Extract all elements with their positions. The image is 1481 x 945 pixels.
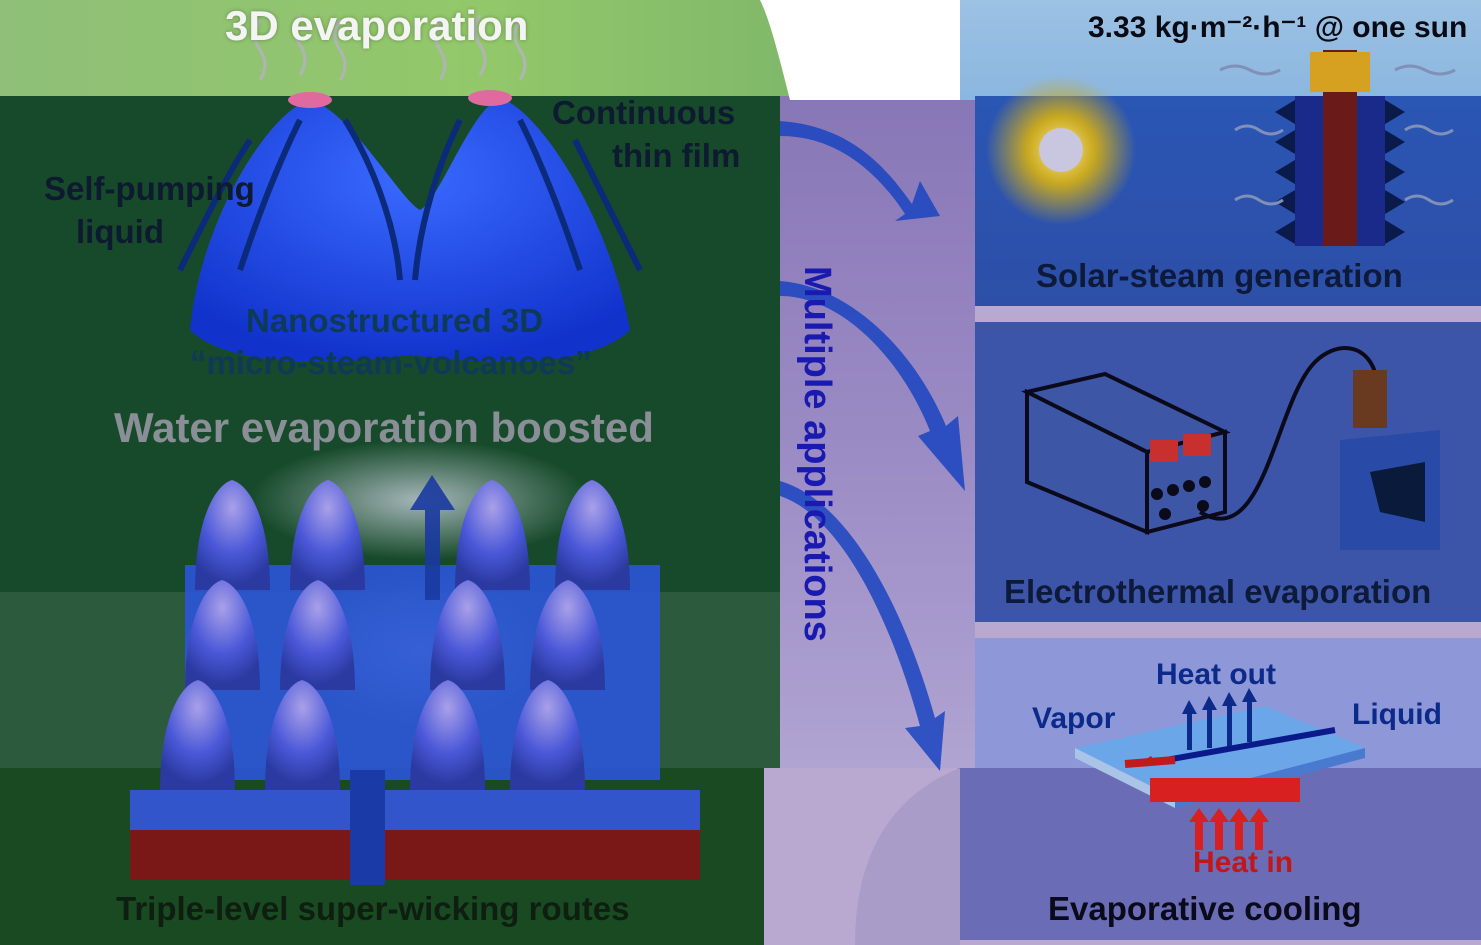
cooling-illustration bbox=[1075, 688, 1365, 850]
heat-out-label: Heat out bbox=[1156, 658, 1276, 691]
liquid-label: Liquid bbox=[1352, 698, 1442, 731]
top-gap-shape bbox=[760, 0, 960, 100]
solar-steam-label: Solar-steam generation bbox=[1036, 257, 1403, 294]
routes-label: Triple-level super-wicking routes bbox=[116, 890, 630, 927]
continuous-label-line2: thin film bbox=[612, 137, 741, 174]
electrothermal-label: Electrothermal evaporation bbox=[1004, 573, 1432, 610]
heat-in-label: Heat in bbox=[1193, 846, 1294, 879]
evaporation-title: 3D evaporation bbox=[225, 2, 529, 49]
self-pumping-label-line1: Self-pumping bbox=[44, 170, 255, 207]
boosted-label: Water evaporation boosted bbox=[114, 404, 654, 451]
nanostructured-label-line2: “micro-steam-volcanoes” bbox=[190, 344, 592, 381]
electrothermal-illustration bbox=[1021, 346, 1440, 550]
multiple-applications-label: Multiple applications bbox=[796, 266, 838, 642]
continuous-label-line1: Continuous bbox=[552, 94, 736, 131]
application-arrows bbox=[780, 121, 965, 945]
evaporative-cooling-label: Evaporative cooling bbox=[1048, 890, 1362, 927]
nanostructured-label-line1: Nanostructured 3D bbox=[246, 302, 544, 339]
left-header-band bbox=[0, 0, 800, 110]
volcano-illustration bbox=[130, 90, 700, 885]
evaporation-rate-label: 3.33 kg·m⁻²·h⁻¹ @ one sun bbox=[1088, 11, 1468, 44]
vapor-label: Vapor bbox=[1032, 702, 1116, 735]
self-pumping-label-line2: liquid bbox=[76, 213, 164, 250]
solar-illustration bbox=[986, 50, 1456, 246]
